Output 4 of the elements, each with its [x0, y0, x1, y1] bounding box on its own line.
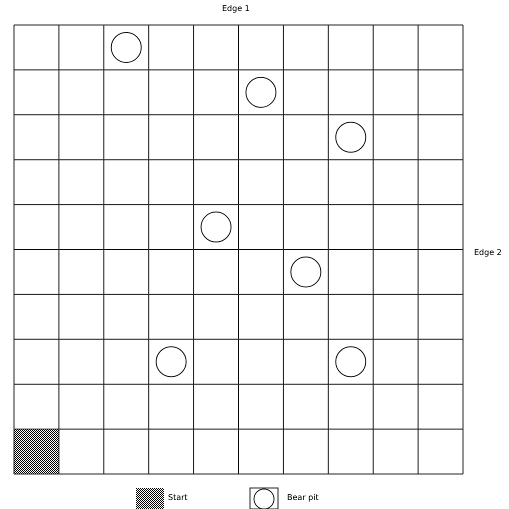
- legend-label: Bear pit: [287, 493, 319, 502]
- side-label: Edge 2: [474, 248, 502, 257]
- side-label: Edge 1: [222, 4, 250, 13]
- legend-label: Start: [168, 493, 188, 502]
